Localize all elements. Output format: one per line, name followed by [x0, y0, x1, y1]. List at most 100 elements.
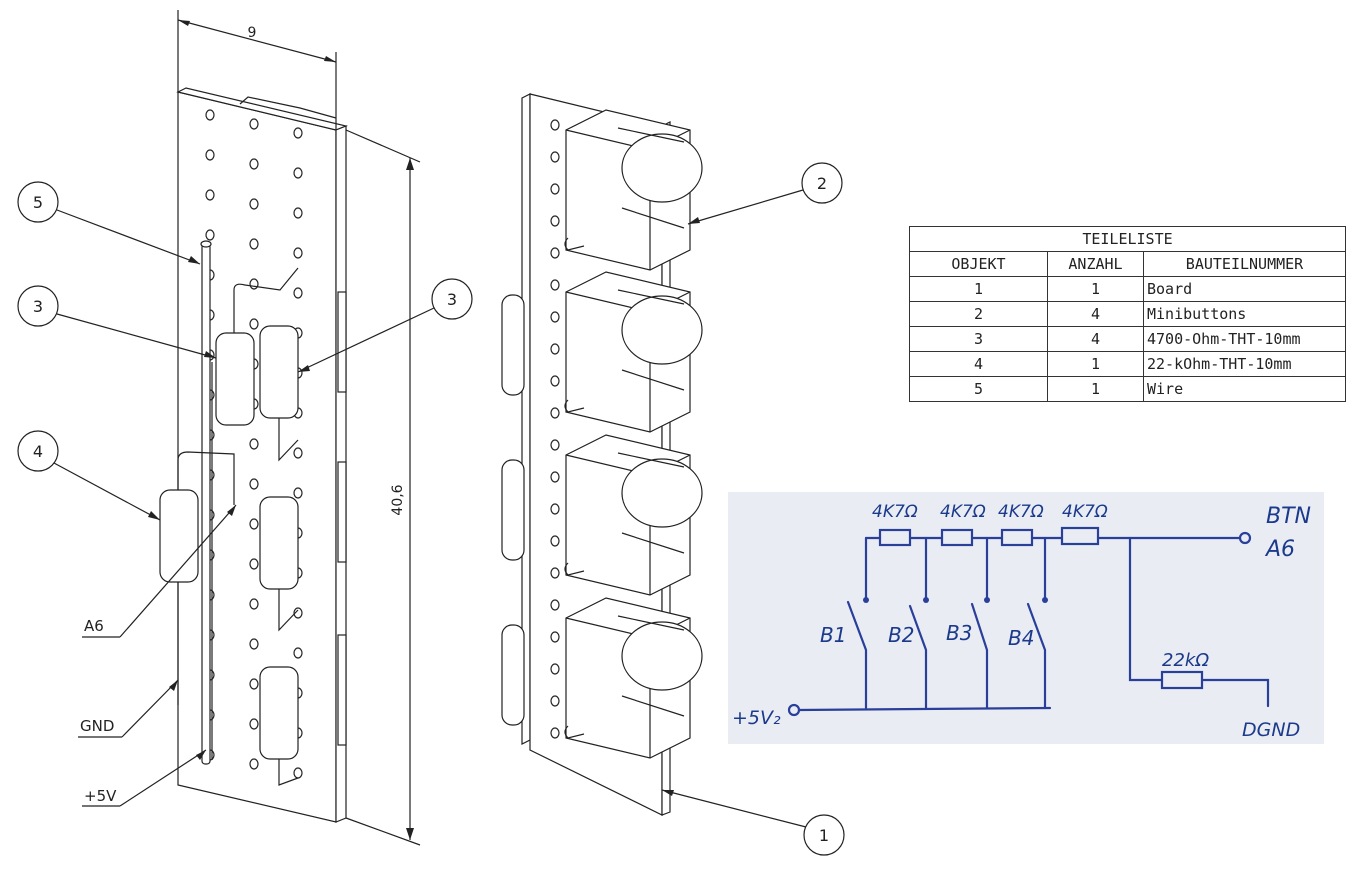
cell-bauteil: 4700-Ohm-THT-10mm [1143, 326, 1346, 352]
board-hole [205, 109, 215, 121]
sch-r1-label: 4K7Ω [872, 502, 918, 522]
resistor-3 [259, 496, 299, 590]
label-a6: A6 [82, 504, 237, 638]
sch-b4-label: B4 [1008, 626, 1034, 650]
board-hole [550, 247, 560, 259]
sch-pulldown [1160, 670, 1204, 690]
svg-text:3: 3 [33, 297, 43, 316]
sch-b1-label: B1 [820, 623, 846, 647]
parts-list-header-row: OBJEKT ANZAHL BAUTEILNUMMER [909, 251, 1346, 277]
sch-r3-label: 4K7Ω [998, 502, 1044, 522]
cell-anzahl: 1 [1047, 351, 1144, 377]
dimension-height: 40,6 [345, 129, 421, 846]
minibutton [564, 434, 703, 596]
parts-list-table: TEILELISTE OBJEKT ANZAHL BAUTEILNUMMER 1… [909, 226, 1346, 402]
schematic-sketch-background [728, 492, 1324, 744]
svg-text:2: 2 [817, 174, 827, 193]
cell-bauteil: Wire [1143, 376, 1346, 402]
cell-objekt: 4 [909, 351, 1048, 377]
resistor-lead-4 [278, 759, 299, 786]
cell-objekt: 2 [909, 301, 1048, 327]
cell-objekt: 5 [909, 376, 1048, 402]
left-board-view [159, 87, 348, 823]
right-board-holes [550, 119, 560, 739]
sch-switch-b4 [1026, 602, 1047, 710]
cell-anzahl: 1 [1047, 276, 1144, 302]
sch-switch-b1 [846, 600, 868, 710]
sch-btn-label: BTN [1266, 504, 1311, 529]
cell-anzahl: 4 [1047, 326, 1144, 352]
board-hole [249, 198, 259, 210]
button-behind-top [239, 96, 337, 119]
header-objekt: OBJEKT [909, 251, 1048, 277]
bump-3 [501, 624, 525, 726]
resistor-1 [215, 332, 255, 426]
board-hole [550, 663, 560, 675]
board-hole [550, 535, 560, 547]
board-hole [550, 503, 560, 515]
cell-bauteil: Board [1143, 276, 1346, 302]
board-hole [205, 229, 215, 241]
board-hole [293, 487, 303, 499]
svg-text:A6: A6 [84, 617, 104, 635]
board-hole [550, 727, 560, 739]
sch-r2-label: 4K7Ω [940, 502, 986, 522]
board-hole [249, 678, 259, 690]
bump-2 [501, 459, 525, 561]
sch-supply-label: +5V₂ [732, 707, 781, 729]
board-hole [293, 207, 303, 219]
parts-list-title-row: TEILELISTE [909, 226, 1346, 252]
board-hole [205, 149, 215, 161]
dimension-width: 9 [177, 10, 337, 130]
balloon-2: 2 [687, 162, 843, 225]
resistor-lead-2 [278, 418, 299, 462]
sch-r4-label: 4K7Ω [1062, 502, 1108, 522]
sch-a6-label: A6 [1264, 537, 1295, 562]
cell-anzahl: 1 [1047, 376, 1144, 402]
svg-text:5: 5 [33, 193, 43, 212]
balloon-1: 1 [661, 789, 845, 856]
table-row: 3 4 4700-Ohm-THT-10mm [909, 326, 1346, 352]
sch-vcc-terminal [787, 703, 801, 717]
svg-text:1: 1 [819, 826, 829, 845]
svg-text:+5V: +5V [84, 787, 117, 805]
resistor-4 [259, 666, 299, 760]
svg-text:4: 4 [33, 442, 43, 461]
cell-bauteil: Minibuttons [1143, 301, 1346, 327]
balloon-4: 4 [17, 430, 161, 521]
balloon-3-right: 3 [297, 278, 473, 373]
board-hole [205, 189, 215, 201]
board-hole [550, 311, 560, 323]
button-behind-4 [337, 634, 347, 746]
board-hole [249, 478, 259, 490]
sch-b3-label: B3 [946, 621, 972, 645]
board-hole [550, 279, 560, 291]
board-hole [249, 518, 259, 530]
sch-r4 [1060, 526, 1100, 546]
table-row: 1 1 Board [909, 276, 1346, 302]
board-hole [249, 318, 259, 330]
label-vcc: +5V [82, 749, 207, 807]
board-hole [249, 638, 259, 650]
header-anzahl: ANZAHL [1047, 251, 1144, 277]
table-row: 2 4 Minibuttons [909, 301, 1346, 327]
schematic: 4K7Ω 4K7Ω 4K7Ω 4K7Ω B1 B2 B3 B4 BTN A6 2… [732, 502, 1311, 741]
board-hole [550, 375, 560, 387]
svg-text:3: 3 [447, 290, 457, 309]
cell-bauteil: 22-kOhm-THT-10mm [1143, 351, 1346, 377]
button-behind-2 [337, 291, 347, 393]
dimension-width-label: 9 [248, 25, 257, 41]
resistor-lead-1 [233, 267, 299, 333]
minibutton [564, 109, 703, 271]
board-hole [293, 287, 303, 299]
board-hole [249, 558, 259, 570]
table-row: 4 1 22-kOhm-THT-10mm [909, 351, 1346, 377]
button-behind-3 [337, 461, 347, 563]
sch-r2 [940, 528, 974, 547]
cell-objekt: 1 [909, 276, 1048, 302]
board-hole [249, 118, 259, 130]
pulldown-lead-top [177, 451, 235, 505]
board-hole [550, 183, 560, 195]
board-hole [249, 158, 259, 170]
